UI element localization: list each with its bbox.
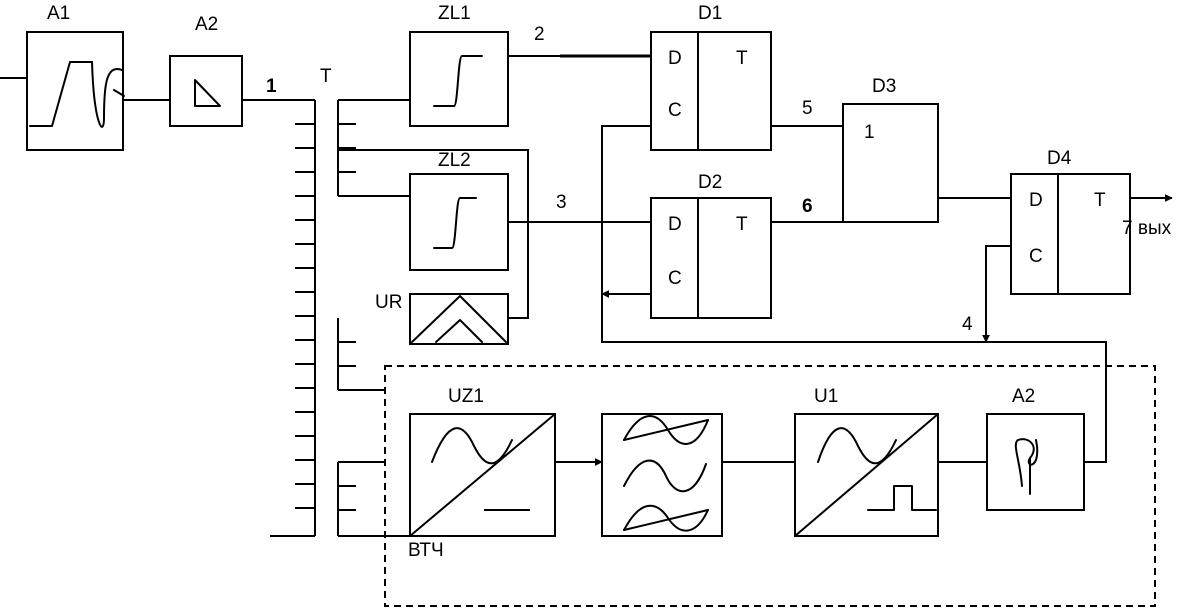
- label-zl2: ZL2: [438, 150, 471, 171]
- label-vtch: ВТЧ: [408, 540, 444, 561]
- block-d2: D2 D C T: [650, 172, 772, 319]
- d1-input-d: D: [668, 48, 682, 69]
- block-a1: A1: [26, 3, 125, 151]
- transformer-t: [295, 100, 356, 536]
- node-3: 3: [556, 192, 567, 213]
- block-d3: D3 1: [842, 76, 939, 223]
- label-uz1: UZ1: [448, 386, 484, 407]
- d4-input-c: C: [1029, 246, 1043, 267]
- node-2: 2: [534, 24, 545, 45]
- label-a1: A1: [47, 3, 70, 24]
- label-ur: UR: [375, 292, 402, 313]
- label-d1: D1: [698, 3, 722, 24]
- d2-output-t: T: [736, 214, 748, 235]
- block-zl2: ZL2: [409, 150, 509, 271]
- block-a2-bottom: A2: [986, 386, 1085, 511]
- label-d2: D2: [698, 172, 722, 193]
- label-d4: D4: [1047, 148, 1072, 169]
- wires: [0, 54, 1173, 537]
- node-labels: T 1 2 3 4 5 6 7 вых ВТЧ: [266, 24, 1172, 561]
- node-1: 1: [266, 76, 277, 97]
- block-uz1: UZ1: [409, 386, 556, 537]
- d3-inner-label: 1: [864, 122, 875, 143]
- transformer-label: T: [320, 66, 332, 87]
- d1-input-c: C: [668, 100, 682, 121]
- node-6: 6: [802, 196, 813, 217]
- d4-input-d: D: [1029, 190, 1043, 211]
- label-u1: U1: [814, 386, 838, 407]
- label-d3: D3: [872, 76, 896, 97]
- block-d4: D4 D C T: [1010, 148, 1131, 295]
- block-ur: UR: [375, 292, 509, 345]
- dashed-enclosure: [384, 365, 1156, 607]
- d4-output-t: T: [1094, 190, 1106, 211]
- d2-input-c: C: [668, 268, 682, 289]
- node-4: 4: [962, 314, 973, 335]
- d2-input-d: D: [668, 214, 682, 235]
- block-a2-top: A2: [169, 14, 243, 127]
- block-d1: D1 D C T: [650, 3, 772, 151]
- block-filter: [601, 413, 723, 537]
- node-5: 5: [802, 98, 813, 119]
- block-zl1: ZL1: [409, 3, 509, 127]
- d1-output-t: T: [736, 48, 748, 69]
- label-a2-bottom: A2: [1012, 386, 1035, 407]
- block-u1: U1: [794, 386, 939, 537]
- label-zl1: ZL1: [438, 3, 471, 24]
- node-7-output: 7 вых: [1122, 218, 1172, 239]
- label-a2-top: A2: [195, 14, 218, 35]
